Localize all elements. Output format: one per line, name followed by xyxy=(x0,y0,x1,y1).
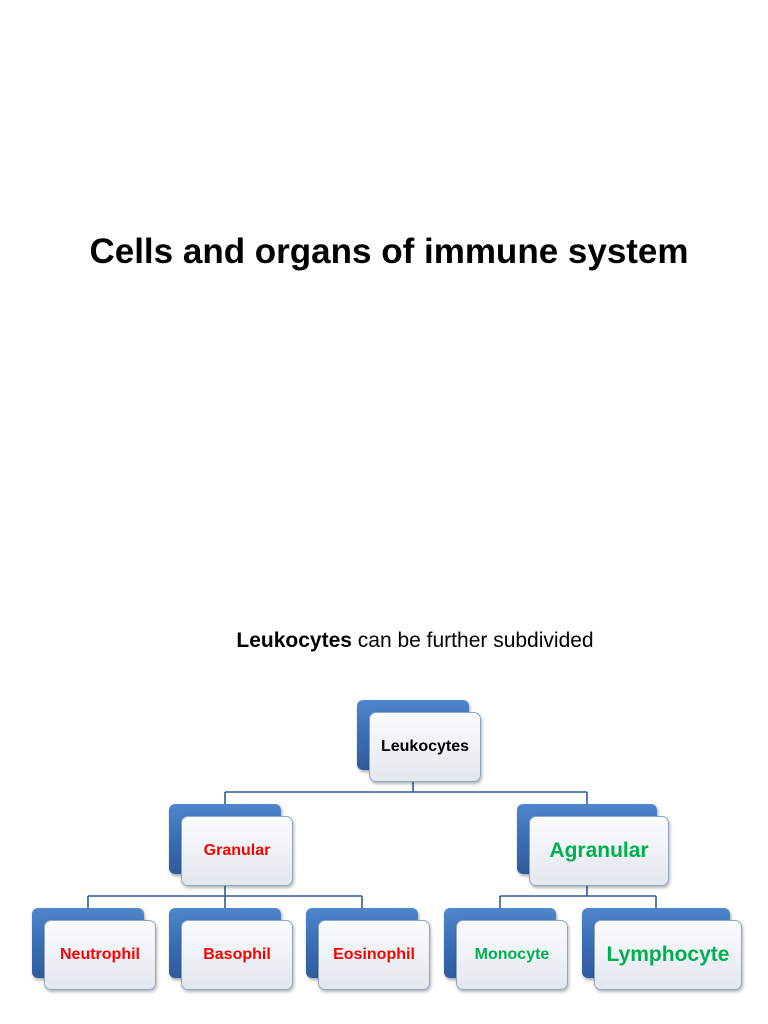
node-label-monocyte: Monocyte xyxy=(474,946,550,963)
node-front-shape: Neutrophil xyxy=(44,920,156,990)
node-front-shape: Monocyte xyxy=(456,920,568,990)
node-front-shape: Leukocytes xyxy=(369,712,481,782)
subtitle-bold-term: Leukocytes xyxy=(236,629,352,652)
node-label-eosinophil: Eosinophil xyxy=(333,946,415,963)
node-label-granular: Granular xyxy=(203,842,271,859)
node-front-shape: Basophil xyxy=(181,920,293,990)
node-front-shape: Granular xyxy=(181,816,293,886)
node-front-shape: Eosinophil xyxy=(318,920,430,990)
node-label-neutrophil: Neutrophil xyxy=(60,946,140,963)
node-label-leukocytes: Leukocytes xyxy=(380,738,470,755)
node-label-agranular: Agranular xyxy=(549,839,649,862)
subtitle: Leukocytes can be further subdivided xyxy=(0,629,768,653)
subtitle-rest: can be further subdivided xyxy=(351,629,594,652)
node-front-shape: Lymphocyte xyxy=(594,920,742,990)
node-label-lymphocyte: Lymphocyte xyxy=(606,943,730,966)
node-front-shape: Agranular xyxy=(529,816,669,886)
node-label-basophil: Basophil xyxy=(203,946,271,963)
page-title: Cells and organs of immune system xyxy=(89,232,689,271)
